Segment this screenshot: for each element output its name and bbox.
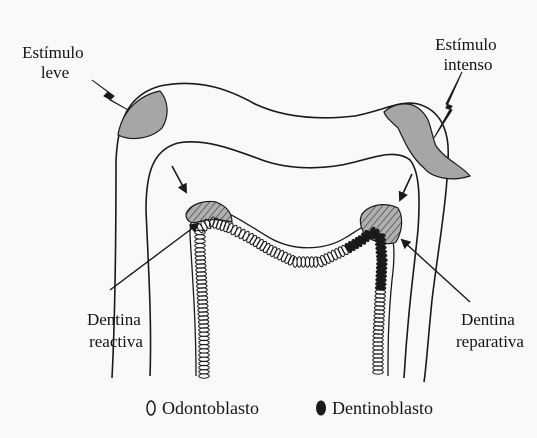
legend-dentinoblast-label: Dentinoblasto — [332, 398, 433, 418]
dentinoblast-cell — [375, 286, 386, 291]
arrow-icon — [402, 240, 470, 302]
mild-stimulus-label: Estímulo leve — [22, 43, 88, 82]
odontoblast-cell — [195, 239, 205, 243]
legend-odontoblast-label: Odontoblasto — [162, 398, 259, 418]
intense-stimulus-area — [384, 104, 470, 179]
arrow-icon — [172, 166, 186, 192]
odontoblast-cell — [276, 249, 284, 260]
mild-stimulus-area — [118, 91, 167, 139]
filled-oval-icon — [317, 401, 326, 415]
dentinoblast-layer — [344, 226, 387, 290]
reactive-dentin-label: Dentina reactiva — [87, 310, 145, 351]
odontoblast-cell — [287, 255, 295, 266]
intense-stimulus-label: Estímulo intenso — [435, 35, 501, 74]
odontoblast-cell — [219, 220, 226, 231]
reactive-dentin-deposit — [186, 202, 232, 223]
reparative-dentin-label: Dentina reparativa — [456, 310, 524, 351]
open-oval-icon — [147, 401, 155, 415]
arrow-icon — [110, 224, 198, 290]
arrow-icon — [400, 174, 412, 200]
odontoblast-cell — [195, 235, 205, 239]
odontoblast-cell — [326, 251, 334, 262]
legend: Odontoblasto Dentinoblasto — [147, 398, 433, 418]
lightning-bolt-icon — [92, 80, 128, 110]
odontoblast-cell — [195, 243, 205, 247]
lightning-bolt-icon — [434, 72, 462, 138]
